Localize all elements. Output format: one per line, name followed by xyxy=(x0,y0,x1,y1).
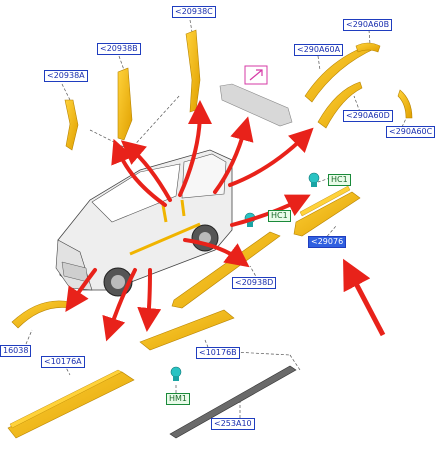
part-20938D xyxy=(171,231,281,309)
part-290A60C xyxy=(397,89,413,119)
label-290A60B[interactable]: <290A60B xyxy=(343,19,393,31)
label-290A60C[interactable]: <290A60C xyxy=(386,126,435,138)
label-20938D[interactable]: <20938D xyxy=(232,277,277,289)
part-20938A xyxy=(64,99,79,151)
part-grey-molding xyxy=(219,83,293,127)
label-290A60D[interactable]: <290A60D xyxy=(343,110,393,122)
label-290A60A[interactable]: <290A60A xyxy=(294,44,344,56)
label-16038[interactable]: 16038 xyxy=(0,345,32,357)
part-290A60D xyxy=(317,81,363,129)
callout-arrow-icon xyxy=(244,65,268,85)
part-20938B xyxy=(117,67,133,141)
label-hc1-lower[interactable]: HC1 xyxy=(268,210,291,222)
label-hm1[interactable]: HM1 xyxy=(166,393,191,405)
big-red-arrow xyxy=(343,258,386,337)
label-29076[interactable]: <29076 xyxy=(308,236,347,248)
label-10176B[interactable]: <10176B xyxy=(196,347,240,359)
red-arrow xyxy=(65,100,314,342)
part-16038 xyxy=(11,300,71,329)
part-10176B xyxy=(139,309,235,351)
label-20938B[interactable]: <20938B xyxy=(97,43,141,55)
part-290A60B xyxy=(355,42,381,53)
part-253A10 xyxy=(169,365,297,439)
part-29076 xyxy=(293,191,361,237)
clip-icon xyxy=(170,366,182,381)
van-illustration xyxy=(55,149,233,297)
part-10176A-strip xyxy=(9,369,123,429)
label-20938A[interactable]: <20938A xyxy=(44,70,88,82)
part-20938C xyxy=(185,29,201,113)
label-hc1-upper[interactable]: HC1 xyxy=(328,174,351,186)
label-20938C[interactable]: <20938C xyxy=(172,6,216,18)
part-10176A xyxy=(7,371,135,439)
label-253A10[interactable]: <253A10 xyxy=(211,418,255,430)
label-10176A[interactable]: <10176A xyxy=(41,356,85,368)
clip-icon xyxy=(308,172,320,187)
